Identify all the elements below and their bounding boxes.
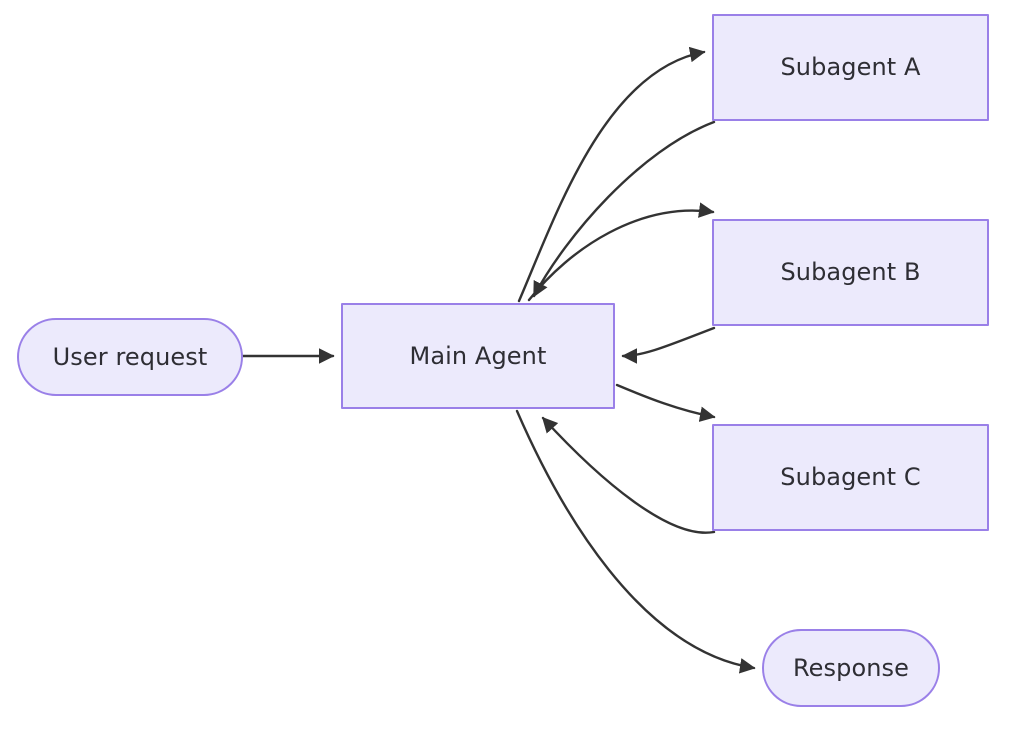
node-subagent-c-label: Subagent C xyxy=(780,463,921,492)
node-response-label: Response xyxy=(792,653,910,682)
node-subagent-b-label: Subagent B xyxy=(780,258,921,287)
node-subagent-a-label: Subagent A xyxy=(780,53,921,82)
node-response[interactable]: Response xyxy=(762,629,940,707)
edge-main-agent-to-subagent-c xyxy=(615,383,716,422)
node-main-agent-label: Main Agent xyxy=(409,341,547,370)
node-subagent-b[interactable]: Subagent B xyxy=(712,219,989,326)
node-main-agent[interactable]: Main Agent xyxy=(341,303,615,409)
node-user-request[interactable]: User request xyxy=(17,318,243,396)
node-subagent-a[interactable]: Subagent A xyxy=(712,14,989,121)
edge-subagent-b-to-main-agent xyxy=(621,326,716,364)
edge-main-agent-to-subagent-b xyxy=(527,202,715,302)
edge-subagent-a-to-main-agent xyxy=(532,120,716,298)
edge-subagent-c-to-main-agent xyxy=(541,416,716,534)
node-subagent-c[interactable]: Subagent C xyxy=(712,424,989,531)
node-user-request-label: User request xyxy=(52,342,208,371)
edge-main-agent-to-subagent-a xyxy=(517,46,706,303)
